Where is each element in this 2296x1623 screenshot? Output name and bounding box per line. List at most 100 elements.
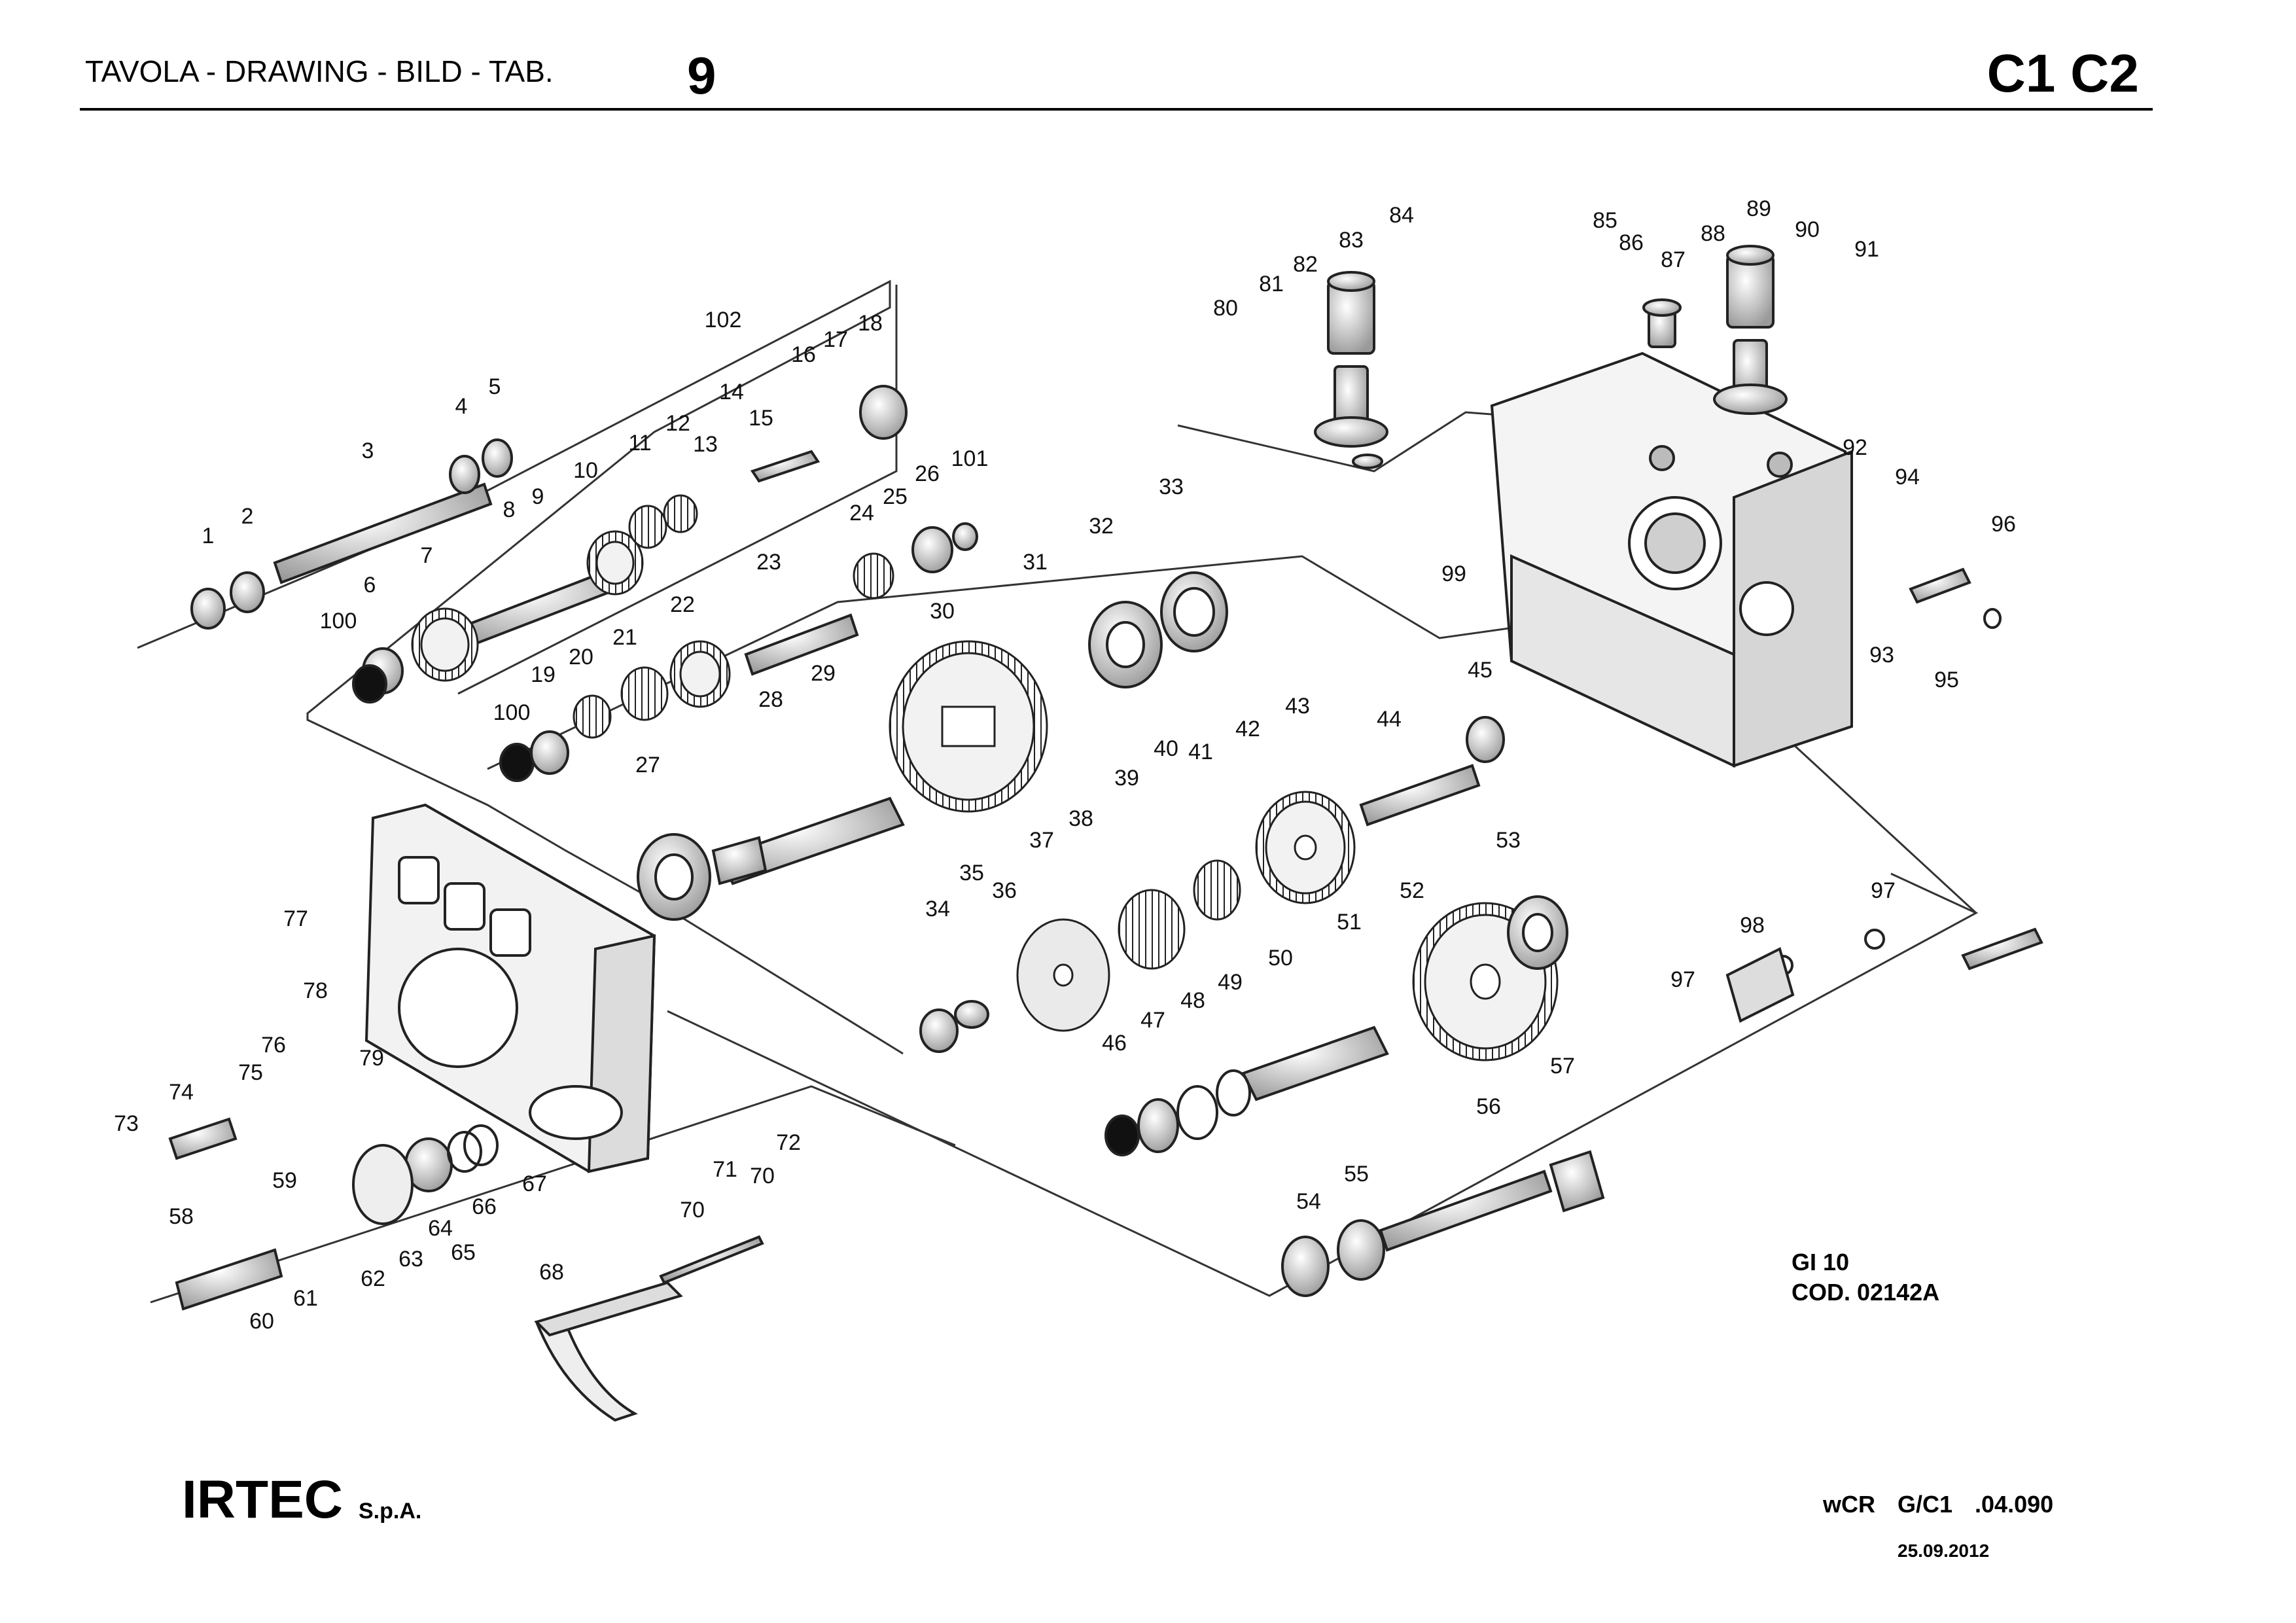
callout-7: 7 bbox=[421, 543, 433, 568]
callout-86: 86 bbox=[1619, 230, 1644, 255]
callout-32: 32 bbox=[1089, 514, 1114, 539]
callout-51: 51 bbox=[1337, 910, 1362, 935]
callout-48: 48 bbox=[1180, 988, 1205, 1013]
callout-2: 2 bbox=[241, 504, 254, 529]
callout-11: 11 bbox=[628, 431, 651, 455]
gearbox-line: GI 10 bbox=[1792, 1249, 1850, 1275]
callout-13: 13 bbox=[693, 432, 718, 457]
outline-pto-group bbox=[150, 1085, 956, 1304]
callout-34: 34 bbox=[925, 897, 950, 921]
callout-63: 63 bbox=[398, 1247, 423, 1272]
callout-59: 59 bbox=[272, 1168, 297, 1193]
pto-and-lever bbox=[168, 947, 1795, 1422]
callout-8: 8 bbox=[503, 497, 516, 522]
callout-65: 65 bbox=[451, 1240, 476, 1265]
callout-92: 92 bbox=[1843, 435, 1867, 460]
callout-6: 6 bbox=[364, 573, 376, 597]
drawing-id-block: GI 10 COD. 02142A bbox=[1792, 1247, 1939, 1308]
callout-21: 21 bbox=[612, 625, 637, 650]
callout-78: 78 bbox=[303, 978, 328, 1003]
callout-19: 19 bbox=[531, 662, 556, 687]
callout-9: 9 bbox=[532, 484, 544, 509]
callout-25: 25 bbox=[883, 484, 908, 509]
callout-24: 24 bbox=[849, 501, 874, 526]
top-cover-parts bbox=[1314, 245, 1788, 469]
callout-97a: 97 bbox=[1871, 878, 1896, 903]
callout-22: 22 bbox=[670, 592, 695, 617]
callout-50: 50 bbox=[1268, 946, 1293, 971]
callout-20: 20 bbox=[569, 645, 593, 669]
header-rule bbox=[80, 108, 2153, 111]
callout-39: 39 bbox=[1114, 766, 1139, 791]
callout-44: 44 bbox=[1377, 707, 1402, 732]
callout-28: 28 bbox=[758, 687, 783, 712]
callout-29: 29 bbox=[811, 661, 836, 686]
outline-output-group bbox=[667, 872, 1979, 1297]
callout-60: 60 bbox=[249, 1309, 274, 1334]
outline-fork-group bbox=[1765, 719, 1977, 914]
outline-input-group bbox=[137, 279, 904, 1055]
table-number: 9 bbox=[687, 46, 716, 105]
callout-15: 15 bbox=[749, 406, 773, 431]
callout-84: 84 bbox=[1389, 203, 1414, 228]
callout-53: 53 bbox=[1496, 828, 1521, 853]
drawing-title: TAVOLA - DRAWING - BILD - TAB. bbox=[85, 54, 554, 88]
callout-90: 90 bbox=[1795, 217, 1820, 242]
assembly-outlines bbox=[137, 279, 1979, 1304]
callout-36: 36 bbox=[992, 878, 1017, 903]
callout-40: 40 bbox=[1154, 736, 1178, 761]
callout-98: 98 bbox=[1740, 913, 1765, 938]
callout-76: 76 bbox=[261, 1033, 286, 1058]
callout-30: 30 bbox=[930, 599, 955, 624]
callout-23: 23 bbox=[756, 550, 781, 575]
callout-64: 64 bbox=[428, 1216, 453, 1241]
callout-14: 14 bbox=[719, 380, 744, 404]
callout-31: 31 bbox=[1023, 550, 1048, 575]
callout-74: 74 bbox=[169, 1080, 194, 1105]
callout-58: 58 bbox=[169, 1204, 194, 1229]
callout-45: 45 bbox=[1468, 658, 1492, 683]
callout-3: 3 bbox=[362, 438, 374, 463]
callout-75: 75 bbox=[238, 1060, 263, 1085]
callout-83: 83 bbox=[1339, 228, 1364, 253]
callout-100b: 100 bbox=[493, 700, 531, 725]
callout-5: 5 bbox=[489, 374, 501, 399]
callout-26: 26 bbox=[915, 461, 940, 486]
callout-77: 77 bbox=[283, 906, 308, 931]
callout-71: 71 bbox=[713, 1157, 737, 1182]
model-code: C1 C2 bbox=[1987, 44, 2139, 103]
callout-33: 33 bbox=[1159, 474, 1184, 499]
callout-95: 95 bbox=[1934, 668, 1959, 692]
callout-72: 72 bbox=[776, 1130, 801, 1155]
callout-94: 94 bbox=[1895, 465, 1920, 490]
callout-81: 81 bbox=[1259, 272, 1284, 296]
callout-101: 101 bbox=[951, 446, 989, 471]
callout-46: 46 bbox=[1102, 1031, 1127, 1056]
callout-96: 96 bbox=[1991, 512, 2016, 537]
callout-10: 10 bbox=[573, 458, 598, 483]
shafts bbox=[273, 450, 2043, 1252]
document-date: 25.09.2012 bbox=[1898, 1541, 1990, 1561]
callout-42: 42 bbox=[1235, 717, 1260, 741]
callout-18: 18 bbox=[858, 311, 883, 336]
callout-41: 41 bbox=[1188, 740, 1213, 764]
callout-82: 82 bbox=[1293, 252, 1318, 277]
callout-66: 66 bbox=[472, 1194, 497, 1219]
callout-102: 102 bbox=[705, 308, 742, 332]
callout-57: 57 bbox=[1550, 1054, 1575, 1079]
front-cover bbox=[364, 803, 656, 1173]
callout-99: 99 bbox=[1441, 562, 1466, 586]
callout-12: 12 bbox=[665, 411, 690, 436]
callout-73: 73 bbox=[114, 1111, 139, 1136]
callout-100a: 100 bbox=[320, 609, 357, 633]
callout-88: 88 bbox=[1701, 221, 1725, 246]
callout-61: 61 bbox=[293, 1286, 318, 1311]
callout-85: 85 bbox=[1593, 208, 1617, 233]
document-reference: wCR G/C1 .04.090 bbox=[1823, 1491, 2054, 1518]
callout-16: 16 bbox=[791, 342, 816, 367]
outline-shaft-102 bbox=[457, 285, 898, 695]
callout-52: 52 bbox=[1400, 878, 1424, 903]
callout-27: 27 bbox=[635, 753, 660, 777]
callout-35: 35 bbox=[959, 861, 984, 885]
